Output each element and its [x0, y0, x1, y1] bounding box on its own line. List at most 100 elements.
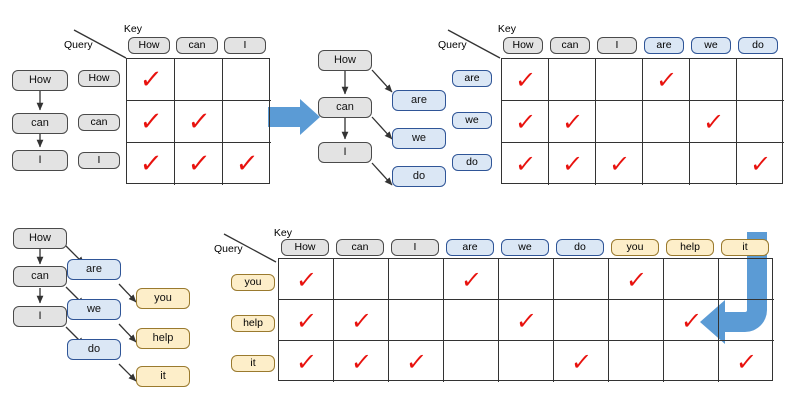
col-header-do-step2[interactable]: do	[738, 37, 778, 54]
matrix-cell[interactable]	[499, 300, 554, 341]
row-header-i-step1[interactable]: I	[78, 152, 120, 169]
matrix-cell[interactable]	[223, 143, 271, 185]
node-can-step3[interactable]: can	[13, 266, 67, 287]
matrix-cell[interactable]	[223, 101, 271, 143]
matrix-cell[interactable]	[664, 300, 719, 341]
matrix-cell[interactable]	[127, 59, 175, 101]
row-header-you-step3[interactable]: you	[231, 274, 275, 291]
node-are-step3[interactable]: are	[67, 259, 121, 280]
matrix-cell[interactable]	[334, 300, 389, 341]
row-header-how-step1[interactable]: How	[78, 70, 120, 87]
matrix-cell[interactable]	[596, 143, 643, 185]
node-how-step2[interactable]: How	[318, 50, 372, 71]
col-header-how-step2[interactable]: How	[503, 37, 543, 54]
matrix-cell[interactable]	[664, 341, 719, 382]
matrix-cell[interactable]	[223, 59, 271, 101]
matrix-cell[interactable]	[279, 341, 334, 382]
matrix-cell[interactable]	[609, 341, 664, 382]
grid-step3[interactable]: ✓✓✓✓✓✓✓✓✓✓✓✓	[278, 258, 774, 382]
matrix-cell[interactable]	[690, 59, 737, 101]
node-we-step2[interactable]: we	[392, 128, 446, 149]
matrix-cell[interactable]	[549, 59, 596, 101]
matrix-cell[interactable]	[690, 143, 737, 185]
matrix-cell[interactable]	[127, 143, 175, 185]
col-header-how-step3[interactable]: How	[281, 239, 329, 256]
matrix-cell[interactable]	[127, 101, 175, 143]
col-header-i-step3[interactable]: I	[391, 239, 439, 256]
col-header-can-step3[interactable]: can	[336, 239, 384, 256]
matrix-cell[interactable]	[389, 259, 444, 300]
node-how-step3[interactable]: How	[13, 228, 67, 249]
matrix-cell[interactable]	[643, 143, 690, 185]
matrix-cell[interactable]	[502, 143, 549, 185]
node-we-step3[interactable]: we	[67, 299, 121, 320]
col-header-i-step1[interactable]: I	[224, 37, 266, 54]
matrix-cell[interactable]	[719, 300, 774, 341]
col-header-do-step3[interactable]: do	[556, 239, 604, 256]
matrix-cell[interactable]	[690, 101, 737, 143]
matrix-cell[interactable]	[175, 143, 223, 185]
matrix-cell[interactable]	[737, 59, 784, 101]
col-header-can-step1[interactable]: can	[176, 37, 218, 54]
node-i-step2[interactable]: I	[318, 142, 372, 163]
matrix-cell[interactable]	[596, 101, 643, 143]
matrix-cell[interactable]	[554, 259, 609, 300]
col-header-how-step1[interactable]: How	[128, 37, 170, 54]
node-i-step3[interactable]: I	[13, 306, 67, 327]
matrix-cell[interactable]	[554, 341, 609, 382]
matrix-cell[interactable]	[444, 259, 499, 300]
matrix-cell[interactable]	[643, 101, 690, 143]
matrix-cell[interactable]	[596, 59, 643, 101]
matrix-cell[interactable]	[279, 300, 334, 341]
matrix-cell[interactable]	[609, 259, 664, 300]
matrix-cell[interactable]	[737, 101, 784, 143]
matrix-cell[interactable]	[444, 300, 499, 341]
matrix-cell[interactable]	[334, 341, 389, 382]
matrix-cell[interactable]	[175, 59, 223, 101]
row-header-help-step3[interactable]: help	[231, 315, 275, 332]
matrix-cell[interactable]	[664, 259, 719, 300]
node-do-step3[interactable]: do	[67, 339, 121, 360]
col-header-are-step2[interactable]: are	[644, 37, 684, 54]
col-header-can-step2[interactable]: can	[550, 37, 590, 54]
grid-step1[interactable]: ✓✓✓✓✓✓	[126, 58, 271, 185]
node-help-step3[interactable]: help	[136, 328, 190, 349]
node-you-step3[interactable]: you	[136, 288, 190, 309]
col-header-we-step3[interactable]: we	[501, 239, 549, 256]
matrix-cell[interactable]	[444, 341, 499, 382]
matrix-cell[interactable]	[499, 341, 554, 382]
node-how-step1[interactable]: How	[12, 70, 68, 91]
grid-step2[interactable]: ✓✓✓✓✓✓✓✓✓	[501, 58, 784, 185]
matrix-cell[interactable]	[643, 59, 690, 101]
matrix-cell[interactable]	[549, 101, 596, 143]
matrix-cell[interactable]	[175, 101, 223, 143]
node-do-step2[interactable]: do	[392, 166, 446, 187]
row-header-we-step2[interactable]: we	[452, 112, 492, 129]
row-header-do-step2[interactable]: do	[452, 154, 492, 171]
col-header-it-step3[interactable]: it	[721, 239, 769, 256]
matrix-cell[interactable]	[389, 300, 444, 341]
node-can-step2[interactable]: can	[318, 97, 372, 118]
row-header-can-step1[interactable]: can	[78, 114, 120, 131]
col-header-you-step3[interactable]: you	[611, 239, 659, 256]
row-header-it-step3[interactable]: it	[231, 355, 275, 372]
matrix-cell[interactable]	[719, 259, 774, 300]
matrix-cell[interactable]	[499, 259, 554, 300]
row-header-are-step2[interactable]: are	[452, 70, 492, 87]
matrix-cell[interactable]	[549, 143, 596, 185]
col-header-help-step3[interactable]: help	[666, 239, 714, 256]
matrix-cell[interactable]	[554, 300, 609, 341]
node-i-step1[interactable]: I	[12, 150, 68, 171]
matrix-cell[interactable]	[279, 259, 334, 300]
matrix-cell[interactable]	[389, 341, 444, 382]
matrix-cell[interactable]	[502, 101, 549, 143]
matrix-cell[interactable]	[609, 300, 664, 341]
matrix-cell[interactable]	[502, 59, 549, 101]
node-it-step3[interactable]: it	[136, 366, 190, 387]
matrix-cell[interactable]	[334, 259, 389, 300]
col-header-i-step2[interactable]: I	[597, 37, 637, 54]
matrix-cell[interactable]	[737, 143, 784, 185]
matrix-cell[interactable]	[719, 341, 774, 382]
node-are-step2[interactable]: are	[392, 90, 446, 111]
node-can-step1[interactable]: can	[12, 113, 68, 134]
